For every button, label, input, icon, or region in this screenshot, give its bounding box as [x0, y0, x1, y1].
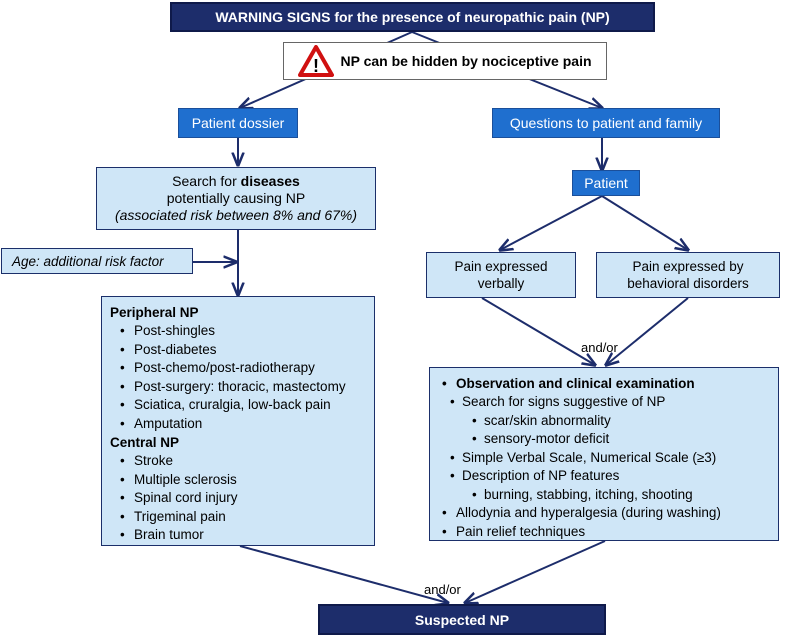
list-item: Simple Verbal Scale, Numerical Scale (≥3…: [432, 449, 778, 468]
age-factor-box: Age: additional risk factor: [1, 248, 193, 274]
arrow-observation-to-suspected: [465, 540, 606, 603]
patient-text: Patient: [584, 175, 628, 191]
search-diseases-bold: diseases: [240, 173, 300, 189]
list-item: scar/skin abnormality: [432, 412, 778, 431]
list-item: sensory-motor deficit: [432, 430, 778, 449]
pain-behavioral-line2: behavioral disorders: [627, 276, 749, 291]
search-diseases-box: Search for diseases potentially causing …: [96, 167, 376, 230]
list-item: Post-shingles: [110, 322, 374, 341]
and-or-label-upper: and/or: [581, 340, 618, 355]
arrow-patient-to-verbal: [500, 195, 603, 250]
warning-box: ! NP can be hidden by nociceptive pain: [283, 42, 607, 80]
patient-dossier-box: Patient dossier: [178, 108, 298, 138]
search-diseases-line2: potentially causing NP: [166, 190, 306, 206]
pain-verbal-line1: Pain expressed: [454, 259, 548, 274]
arrow-patient-to-behavioral: [601, 195, 688, 250]
pain-verbal-box: Pain expressed verbally: [426, 252, 576, 298]
list-item: Brain tumor: [110, 526, 374, 545]
title-box: WARNING SIGNS for the presence of neurop…: [170, 2, 655, 32]
list-item: Search for signs suggestive of NP: [432, 393, 778, 412]
list-item: Trigeminal pain: [110, 508, 374, 527]
central-list: Stroke Multiple sclerosis Spinal cord in…: [110, 452, 374, 545]
age-factor-text: Age: additional risk factor: [12, 253, 164, 269]
list-item: Allodynia and hyperalgesia (during washi…: [432, 504, 778, 523]
questions-text: Questions to patient and family: [509, 115, 703, 131]
patient-dossier-text: Patient dossier: [191, 115, 285, 131]
list-item: Post-diabetes: [110, 341, 374, 360]
suspected-np-text: Suspected NP: [414, 611, 510, 628]
arrow-behavioral-to-observation: [606, 297, 689, 365]
peripheral-heading: Peripheral NP: [110, 305, 199, 320]
arrow-verbal-to-observation: [481, 297, 595, 365]
list-item: Description of NP features: [432, 467, 778, 486]
list-item: Pain relief techniques: [432, 523, 778, 542]
list-item: Amputation: [110, 415, 374, 434]
observation-box: Observation and clinical examination Sea…: [429, 367, 779, 541]
search-diseases-line1: Search for diseases: [172, 173, 300, 189]
arrow-list-to-suspected: [239, 545, 448, 603]
pain-behavioral-box: Pain expressed by behavioral disorders: [596, 252, 780, 298]
warning-text: NP can be hidden by nociceptive pain: [340, 53, 592, 69]
questions-box: Questions to patient and family: [492, 108, 720, 138]
list-item: burning, stabbing, itching, shooting: [432, 486, 778, 505]
peripheral-list: Post-shingles Post-diabetes Post-chemo/p…: [110, 322, 374, 433]
list-item: Sciatica, cruralgia, low-back pain: [110, 396, 374, 415]
search-diseases-line3: (associated risk between 8% and 67%): [114, 207, 358, 223]
warning-triangle-icon: !: [298, 45, 335, 77]
and-or-label-lower: and/or: [424, 582, 461, 597]
suspected-np-box: Suspected NP: [318, 604, 606, 635]
list-item: Post-surgery: thoracic, mastectomy: [110, 378, 374, 397]
title-text: WARNING SIGNS for the presence of neurop…: [215, 9, 610, 25]
list-item: Multiple sclerosis: [110, 471, 374, 490]
list-item: Post-chemo/post-radiotherapy: [110, 359, 374, 378]
svg-text:!: !: [313, 56, 319, 76]
ne-disease-list: Peripheral NP Post-shingles Post-diabete…: [101, 296, 375, 546]
observation-list: Observation and clinical examination Sea…: [432, 374, 778, 541]
patient-box: Patient: [572, 170, 640, 196]
pain-verbal-line2: verbally: [477, 276, 525, 291]
observation-heading: Observation and clinical examination: [432, 374, 778, 393]
list-item: Spinal cord injury: [110, 489, 374, 508]
central-heading: Central NP: [110, 435, 180, 450]
list-item: Stroke: [110, 452, 374, 471]
pain-behavioral-line1: Pain expressed by: [632, 259, 744, 274]
